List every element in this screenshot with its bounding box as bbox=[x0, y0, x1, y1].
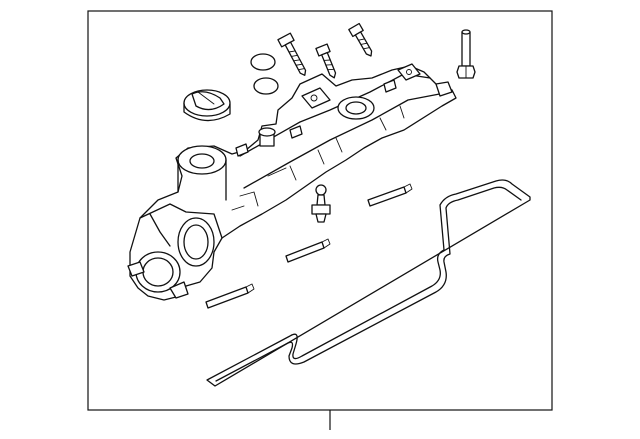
seal-ring-upper-icon bbox=[250, 53, 276, 71]
seal-strip-3-icon bbox=[205, 283, 255, 309]
bolt-left-icon bbox=[277, 32, 307, 76]
seal-ring-lower-icon bbox=[253, 77, 279, 95]
stud-bolt-icon bbox=[456, 29, 476, 79]
diagram-frame bbox=[87, 10, 553, 430]
seal-strip-2-icon bbox=[285, 238, 331, 263]
pcv-valve-icon bbox=[311, 184, 331, 223]
seal-strip-1-icon bbox=[367, 183, 413, 207]
oil-filler-cap-icon bbox=[183, 89, 231, 122]
bolt-middle-icon bbox=[315, 43, 337, 79]
gasket-icon bbox=[206, 179, 531, 387]
valve-cover-icon bbox=[127, 63, 457, 301]
bolt-right-icon bbox=[348, 22, 373, 57]
